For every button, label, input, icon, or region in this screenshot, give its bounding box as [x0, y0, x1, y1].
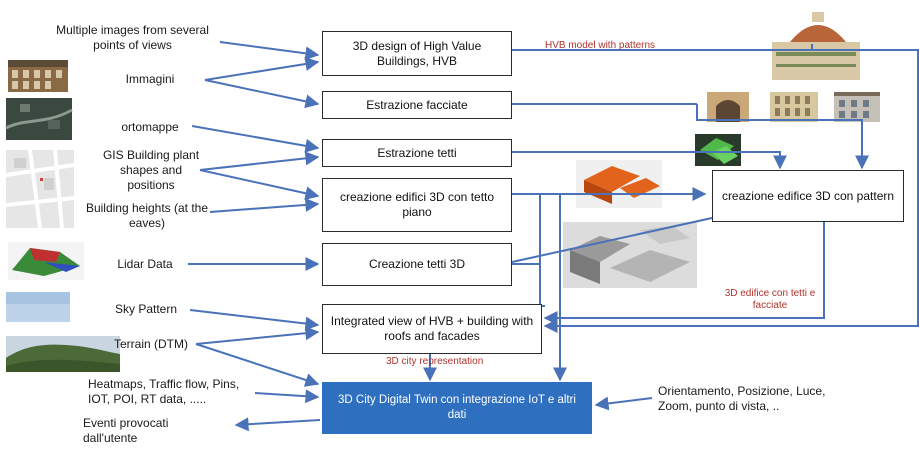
label-terrain: Terrain (DTM)	[114, 337, 188, 351]
thumb-terrain	[6, 336, 120, 372]
box-3d-design-hvb: 3D design of High Value Buildings, HVB	[322, 31, 512, 76]
box-creazione-edifice-pattern: creazione edifice 3D con pattern	[712, 170, 904, 222]
label-ortomappe: ortomappe	[121, 120, 179, 134]
box-estrazione-facciate: Estrazione facciate	[322, 91, 512, 119]
label-multiple-images: Multiple images from several points of v…	[56, 23, 209, 52]
thumb-ortho-map	[5, 98, 73, 140]
box-estrazione-tetti: Estrazione tetti	[322, 139, 512, 167]
label-building-heights: Building heights (at the eaves)	[85, 201, 209, 230]
thumb-grey-city	[563, 222, 697, 288]
label-lidar: Lidar Data	[117, 257, 173, 271]
label-events: Eventi provocati dall'utente	[83, 416, 169, 445]
thumb-facade-2	[770, 92, 818, 122]
thumb-cathedral	[772, 12, 860, 80]
thumb-sky	[6, 292, 70, 322]
thumb-building-photo	[8, 60, 68, 92]
box-creazione-edifici-tetto-piano: creazione edifici 3D con tetto piano	[322, 178, 512, 232]
annotation-city-representation: 3D city representation	[386, 356, 484, 367]
thumb-lidar	[8, 242, 84, 280]
thumb-facade-1	[707, 92, 749, 122]
annotation-edifice-tetti: 3D edifice con tetti e facciate	[724, 288, 816, 311]
thumb-roofs-green	[695, 134, 741, 166]
thumb-facade-3	[834, 92, 880, 122]
label-immagini: Immagini	[125, 72, 175, 86]
box-creazione-tetti-3d: Creazione tetti 3D	[322, 243, 512, 286]
label-orientation: Orientamento, Posizione, Luce, Zoom, pun…	[658, 384, 826, 413]
thumb-orange-buildings	[576, 160, 662, 208]
label-sky-pattern: Sky Pattern	[114, 302, 178, 316]
label-gis: GIS Building plant shapes and positions	[102, 148, 200, 192]
label-heatmaps: Heatmaps, Traffic flow, Pins, IOT, POI, …	[88, 377, 240, 406]
box-integrated-view: Integrated view of HVB + building with r…	[322, 304, 542, 354]
thumb-gis-map	[5, 149, 75, 229]
annotation-hvb-model: HVB model with patterns	[545, 40, 656, 51]
box-3d-city-digital-twin: 3D City Digital Twin con integrazione Io…	[322, 382, 592, 434]
